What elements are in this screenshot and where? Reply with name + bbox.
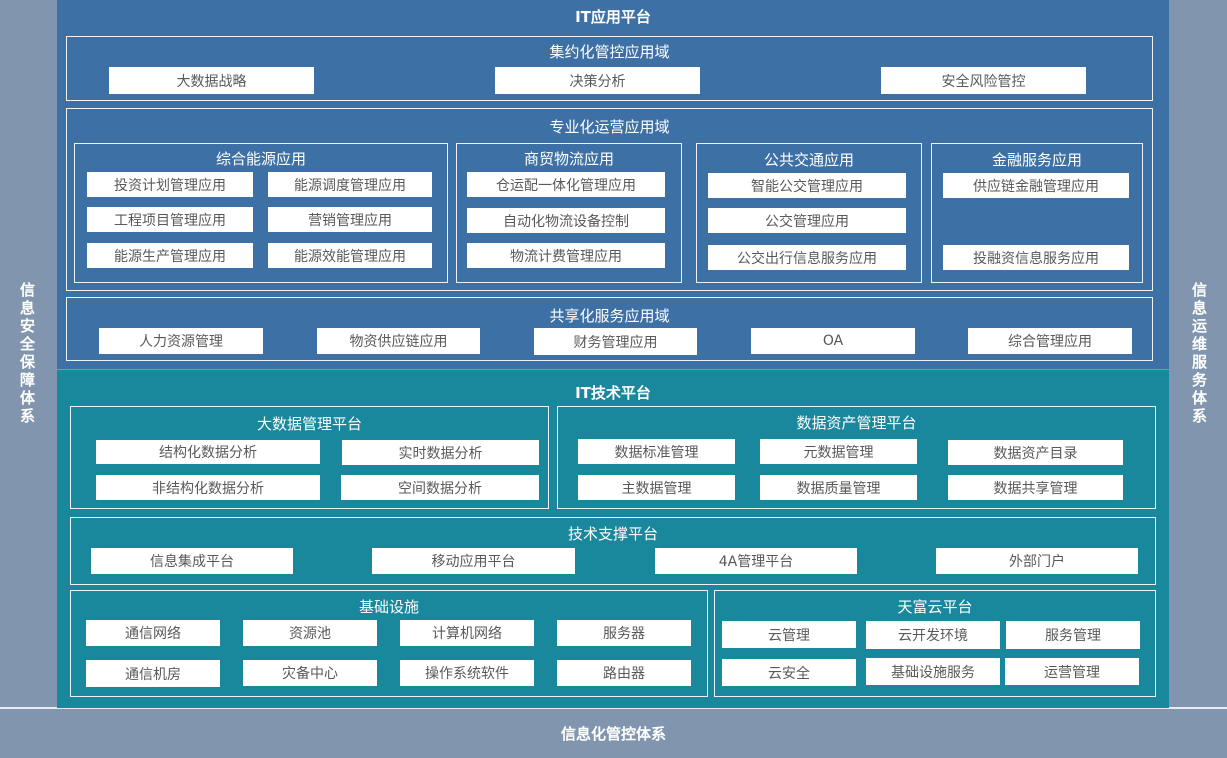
bottom-bar: 信息化管控体系	[0, 707, 1227, 758]
right-side-bar: 信息运维服务体系	[1172, 0, 1227, 708]
shared-domain	[66, 297, 1153, 361]
professional-domain	[66, 108, 1153, 291]
energy-group	[74, 143, 448, 283]
cloud-item: 基础设施服务	[866, 658, 1000, 685]
support-platform-title: 技术支撑平台	[567, 525, 658, 543]
asset-item: 数据质量管理	[760, 475, 917, 500]
bigdata-platform-title: 大数据管理平台	[256, 415, 362, 433]
bigdata-item: 非结构化数据分析	[96, 475, 320, 500]
bigdata-item: 空间数据分析	[341, 475, 539, 500]
energy-item: 能源调度管理应用	[268, 172, 432, 197]
app-platform-title: IT应用平台	[575, 8, 651, 26]
transit-item: 公交管理应用	[708, 208, 906, 233]
transit-item: 公交出行信息服务应用	[708, 245, 906, 270]
asset-item: 主数据管理	[578, 475, 735, 500]
finance-item: 投融资信息服务应用	[943, 245, 1129, 270]
shared-item: OA	[751, 328, 915, 354]
transit-item: 智能公交管理应用	[708, 173, 906, 198]
intensive-item: 安全风险管控	[881, 67, 1086, 94]
transit-group	[696, 143, 922, 283]
intensive-domain-title: 集约化管控应用域	[549, 43, 670, 61]
bigdata-item: 实时数据分析	[342, 440, 539, 465]
shared-item: 综合管理应用	[968, 328, 1132, 354]
shared-domain-title: 共享化服务应用域	[549, 307, 670, 325]
cloud-item: 云管理	[722, 621, 856, 648]
cloud-item: 服务管理	[1006, 621, 1140, 649]
asset-item: 元数据管理	[760, 439, 917, 464]
finance-group	[931, 143, 1143, 283]
cloud-platform-title: 天富云平台	[897, 598, 973, 616]
asset-item: 数据共享管理	[948, 475, 1123, 500]
cloud-item: 云安全	[722, 659, 856, 686]
finance-group-title: 金融服务应用	[991, 151, 1082, 169]
asset-platform	[557, 406, 1156, 509]
bigdata-item: 结构化数据分析	[96, 440, 320, 464]
support-platform	[70, 517, 1156, 585]
infra-item: 通信网络	[86, 620, 220, 646]
cloud-item: 运营管理	[1005, 658, 1139, 685]
logistics-group-title: 商贸物流应用	[523, 150, 614, 168]
infra-item: 路由器	[557, 660, 691, 686]
logistics-item: 物流计费管理应用	[467, 243, 665, 268]
cloud-platform	[714, 590, 1156, 697]
energy-item: 能源效能管理应用	[268, 243, 432, 268]
infra-item: 灾备中心	[243, 660, 377, 686]
infra-item: 操作系统软件	[400, 660, 534, 686]
shared-item: 人力资源管理	[99, 328, 263, 354]
tech-platform	[57, 370, 1169, 708]
cloud-item: 云开发环境	[866, 621, 1000, 649]
support-item: 4A管理平台	[655, 548, 857, 574]
intensive-item: 大数据战略	[109, 67, 314, 94]
finance-item: 供应链金融管理应用	[943, 173, 1129, 198]
asset-item: 数据资产目录	[948, 440, 1123, 465]
transit-group-title: 公共交通应用	[763, 151, 854, 169]
left-side-bar: 信息安全保障体系	[0, 0, 55, 708]
bigdata-platform	[70, 406, 549, 509]
infra-item: 资源池	[243, 620, 377, 646]
asset-item: 数据标准管理	[578, 439, 735, 464]
energy-item: 营销管理应用	[268, 207, 432, 232]
infra-platform-title: 基础设施	[358, 598, 419, 616]
infra-platform	[70, 590, 708, 697]
shared-item: 物资供应链应用	[317, 328, 480, 354]
energy-item: 投资计划管理应用	[87, 172, 253, 197]
logistics-item: 仓运配一体化管理应用	[467, 172, 665, 197]
asset-platform-title: 数据资产管理平台	[796, 414, 917, 432]
infra-item: 服务器	[557, 620, 691, 646]
support-item: 信息集成平台	[91, 548, 293, 574]
infra-item: 计算机网络	[400, 620, 534, 646]
professional-domain-title: 专业化运营应用域	[549, 118, 670, 136]
energy-item: 能源生产管理应用	[87, 243, 253, 268]
logistics-group	[456, 143, 682, 283]
support-item: 外部门户	[936, 548, 1138, 574]
energy-item: 工程项目管理应用	[87, 207, 253, 232]
logistics-item: 自动化物流设备控制	[467, 208, 665, 233]
support-item: 移动应用平台	[372, 548, 575, 574]
energy-group-title: 综合能源应用	[215, 150, 306, 168]
tech-platform-title: IT技术平台	[575, 384, 651, 402]
intensive-domain	[66, 36, 1153, 101]
intensive-item: 决策分析	[495, 67, 700, 94]
shared-item: 财务管理应用	[534, 328, 697, 355]
infra-item: 通信机房	[86, 660, 220, 687]
